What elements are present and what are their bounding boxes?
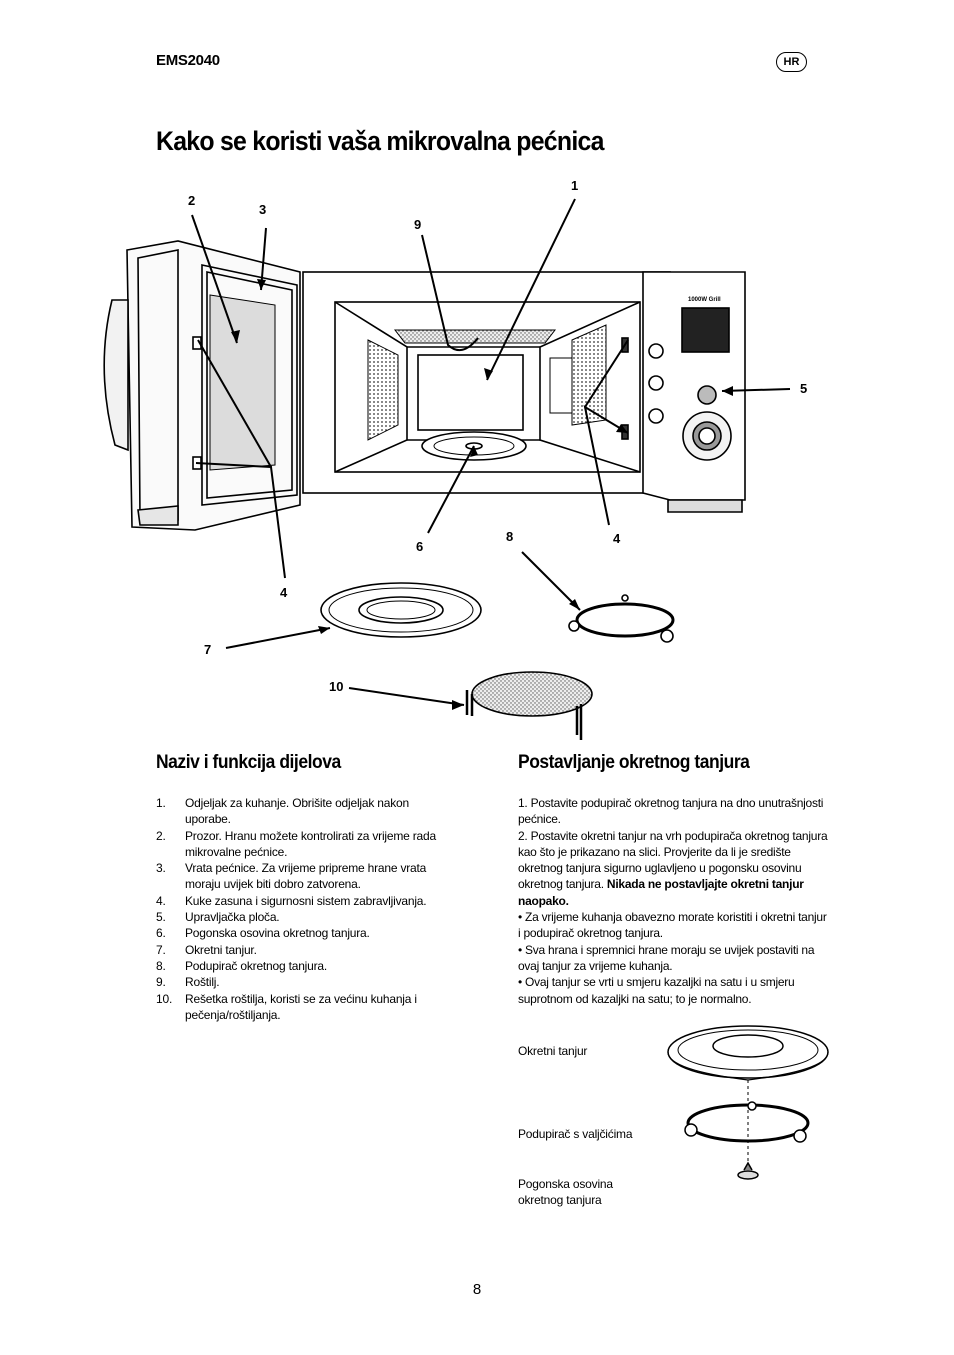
page-title: Kako se koristi vaša mikrovalna pećnica [156,126,604,156]
callout-3: 3 [259,202,266,217]
microwave-diagram: 1 2 3 4 4 5 6 7 8 9 10 1000W Grill [103,178,807,740]
install-text: 1. Postavite podupirač okretnog tanjura … [518,795,828,1007]
list-item: 4.Kuke zasuna i sigurnosni sistem zabrav… [156,893,427,908]
callout-5: 5 [800,381,807,396]
list-item: 8.Podupirač okretnog tanjura. [156,958,328,973]
caption-drive-shaft: Pogonska osovina okretnog tanjura [518,1177,613,1207]
install-step-1: 1. Postavite podupirač okretnog tanjura … [518,796,824,827]
callout-7: 7 [204,642,211,657]
list-item: 5.Upravljačka ploča. [156,910,280,925]
language-badge: HR [776,52,807,72]
callout-4-left: 4 [280,585,288,600]
turntable-assembly-diagram [667,1025,829,1180]
panel-label: 1000W Grill [688,297,721,303]
caption-turntable: Okretni tanjur [518,1044,588,1058]
install-heading: Postavljanje okretnog tanjura [518,752,750,773]
callout-8: 8 [506,529,513,544]
list-item: 2.Prozor. Hranu možete kontrolirati za v… [156,828,436,859]
model-label: EMS2040 [156,52,220,69]
install-step-2: 2. Postavite okretni tanjur na vrh podup… [518,828,828,908]
parts-heading: Naziv i funkcija dijelova [156,752,341,773]
install-bullet: • Ovaj tanjur se vrti u smjeru kazaljki … [518,975,795,1006]
install-bullet: • Za vrijeme kuhanja obavezno morate kor… [518,910,827,941]
parts-list: 1.Odjeljak za kuhanje. Obrišite odjeljak… [156,795,456,1023]
callout-10: 10 [329,679,343,694]
caption-roller-support: Podupirač s valjčićima [518,1127,633,1141]
callout-6: 6 [416,539,423,554]
page-number: 8 [472,1281,482,1298]
list-item: 3.Vrata pećnice. Za vrijeme pripreme hra… [156,861,427,892]
list-item: 10.Rešetka roštilja, koristi se za većin… [156,991,417,1022]
callout-2: 2 [188,193,195,208]
install-bullet: • Sva hrana i spremnici hrane moraju se … [518,942,815,973]
list-item: 9.Roštilj. [156,975,220,990]
callout-1: 1 [571,178,578,193]
list-item: 1.Odjeljak za kuhanje. Obrišite odjeljak… [156,796,409,827]
list-item: 7.Okretni tanjur. [156,942,257,957]
list-item: 6.Pogonska osovina okretnog tanjura. [156,926,370,941]
callout-4-right: 4 [613,531,621,546]
callout-9: 9 [414,217,421,232]
